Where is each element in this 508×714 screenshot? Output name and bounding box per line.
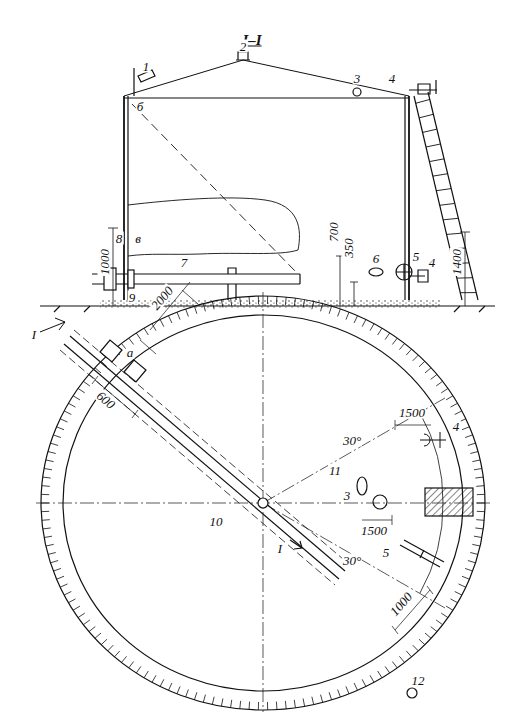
- callout-label: а: [126, 346, 135, 359]
- callout-label: 12: [411, 674, 426, 687]
- callout-label: 8: [115, 232, 124, 245]
- callout-label: 700: [327, 221, 340, 243]
- callout-label: 30°: [342, 554, 362, 567]
- callout-label: 1500: [360, 524, 388, 537]
- callout-label: б: [136, 100, 145, 113]
- callout-label: 6: [372, 252, 381, 265]
- callout-label: 7: [180, 256, 189, 269]
- callout-label: 4: [452, 420, 461, 433]
- callout-label: 1500: [398, 406, 426, 419]
- callout-label: 1000: [98, 248, 111, 276]
- callout-label: I: [31, 328, 37, 341]
- callout-label: 5: [412, 250, 421, 263]
- callout-label: I: [277, 542, 283, 555]
- callout-label: 11: [328, 464, 342, 477]
- callout-label: 30°: [342, 434, 362, 447]
- callout-label: в: [134, 232, 142, 245]
- callout-label: 5: [382, 546, 391, 559]
- callout-label: 1000: [387, 589, 415, 619]
- callout-label: 600: [94, 388, 119, 412]
- callout-label: 3: [353, 72, 362, 85]
- callout-label: 4: [388, 72, 397, 85]
- callout-label: 1400: [450, 248, 463, 276]
- callout-label: 3: [343, 489, 352, 502]
- callout-label: 350: [342, 237, 355, 259]
- callout-label: 4: [428, 256, 437, 269]
- callout-label: 10: [209, 515, 224, 528]
- callout-label: 1: [142, 60, 151, 73]
- callout-label: 2: [239, 40, 248, 53]
- callout-label: 2000: [148, 283, 176, 313]
- callout-label: 9: [128, 291, 137, 304]
